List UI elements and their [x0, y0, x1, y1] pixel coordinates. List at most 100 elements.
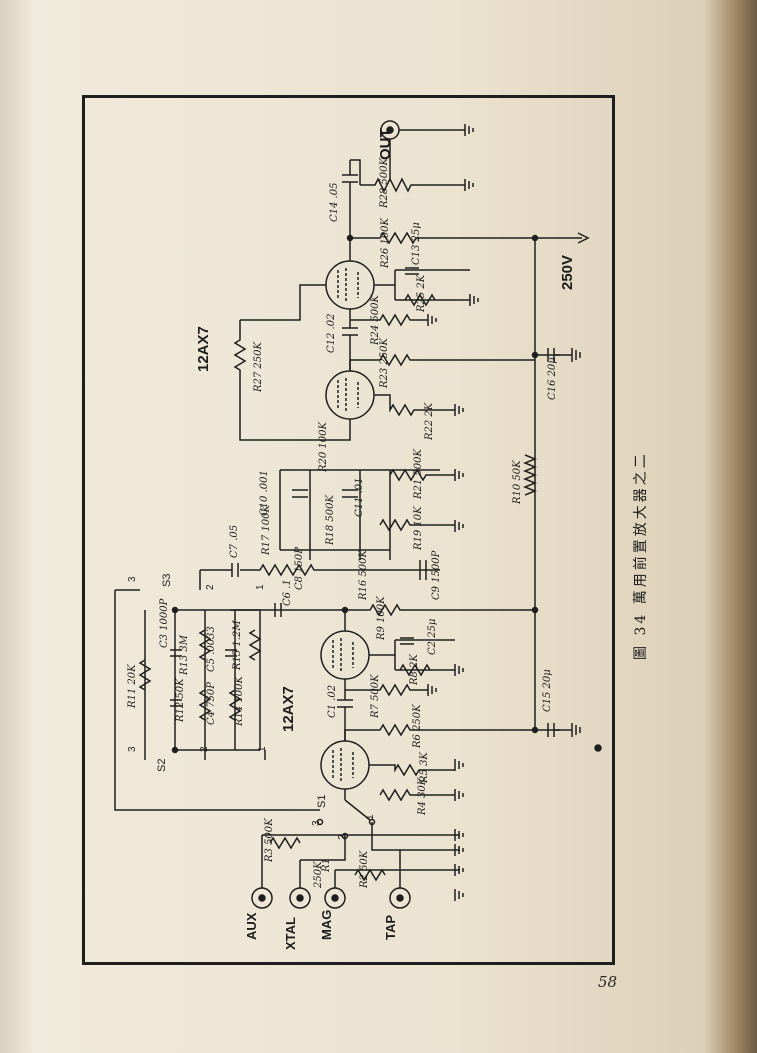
ground-r4 [454, 789, 464, 801]
ground-out [464, 124, 474, 136]
s3-selector [114, 570, 320, 811]
r28-label: R28 500K [379, 158, 390, 208]
schematic-frame [82, 95, 615, 965]
r28-pot [360, 165, 465, 193]
out-jack-center [386, 126, 394, 134]
s1-pos-2: 2 [337, 834, 348, 840]
r25-label: R25 2K [416, 274, 427, 312]
r12-label: R12 50K [175, 678, 186, 722]
r11-label: R11 20K [127, 664, 138, 708]
ground-r7 [427, 684, 437, 696]
v2b-internal [337, 268, 359, 302]
junction-dot [531, 351, 539, 359]
r21-label: R21 500K [413, 449, 424, 499]
ground-r28 [464, 179, 474, 191]
aux-label: AUX [244, 912, 259, 940]
r18-label: R18 500K [325, 495, 336, 545]
junction-dot [531, 726, 539, 734]
r15-resistor [248, 629, 262, 661]
tube-label-v1: 12AX7 [280, 686, 297, 732]
s1-pos-1: 1 [365, 814, 376, 820]
junction-dot [531, 606, 539, 614]
c2-label: C2 25μ [427, 618, 438, 655]
ground-r5 [454, 759, 464, 771]
r5-cathode [369, 763, 455, 777]
v1a-tube [320, 740, 370, 790]
r8-label: R8 2K [409, 654, 420, 685]
c16-capacitor [547, 348, 572, 362]
r25-resistor [404, 293, 436, 307]
r9-plate [230, 603, 535, 631]
s3-pos-1: 1 [255, 584, 266, 590]
s1-contact-1 [316, 818, 324, 826]
c12-label: C12 .02 [326, 313, 337, 353]
r19-label: R19 10K [413, 506, 424, 550]
r21-pot [389, 468, 455, 482]
r27-resistor [233, 320, 351, 441]
xtal-jack-center [296, 894, 304, 902]
r7-grid [345, 683, 428, 697]
c14-label: C14 .05 [329, 182, 340, 222]
book-spine-shadow [0, 0, 32, 1053]
mag-jack-center [331, 894, 339, 902]
c8-label: C8 150P [294, 546, 305, 590]
v2a-tube [325, 370, 375, 420]
c10-capacitor [292, 489, 308, 498]
r6-label: R6 250K [412, 704, 423, 748]
c15-label: C15 20μ [542, 669, 553, 712]
c15-capacitor [547, 723, 572, 737]
c7-capacitor [200, 563, 239, 577]
c6-capacitor [274, 603, 282, 617]
input-wiring [261, 822, 460, 888]
c13-capacitor [405, 267, 419, 275]
junction-dot [171, 606, 179, 614]
r16-label: R16 500K [358, 550, 369, 600]
s2-pos-2: 2 [199, 746, 210, 752]
b-plus-arrow [577, 232, 590, 244]
aux-jack [251, 887, 273, 909]
out-wire [389, 129, 465, 165]
v2b-tube [325, 260, 375, 310]
page-number: 58 [598, 973, 618, 991]
r26-plate [349, 231, 455, 261]
r9-label: R9 100K [376, 596, 387, 640]
c5-label: C5 .0033 [206, 626, 217, 672]
c16-label: C16 20μ [547, 357, 558, 400]
ground-tone [454, 469, 464, 532]
c14-capacitor [342, 159, 361, 238]
r2-label: R2 50K [359, 850, 370, 888]
ground-c15 [571, 723, 581, 737]
s1-label: S1 [316, 794, 328, 808]
v2a-internal [337, 378, 359, 412]
c11-capacitor [342, 489, 358, 498]
r27-top [240, 284, 326, 321]
c3-capacitor [170, 649, 182, 657]
tap-jack-center [396, 894, 404, 902]
r23-label: R23 250K [379, 338, 390, 388]
figure-caption: 圖 34 萬用前置放大器之二 [633, 451, 649, 660]
c12-coupling [342, 309, 358, 371]
r10-resistor [522, 454, 538, 496]
junction-dot [346, 234, 354, 242]
r6-plate [344, 723, 535, 741]
r3-label: R3 500K [264, 818, 275, 862]
r7-label: R7 500K [370, 674, 381, 718]
r22-cathode [374, 394, 455, 417]
c2-capacitor [400, 637, 414, 645]
v2b-cathode [374, 269, 470, 301]
r23-plate [349, 353, 535, 371]
junction-dot [341, 606, 349, 614]
r16-pot [240, 563, 440, 577]
tube-label-v2: 12AX7 [195, 326, 212, 372]
supply-voltage-label: 250V [559, 254, 576, 290]
s2-pos-3: 3 [127, 746, 138, 752]
r13-label: R13 3M [179, 634, 190, 675]
c11-label: C11 .01 [354, 477, 365, 517]
mag-jack [324, 887, 346, 909]
c7-label: C7 .05 [229, 524, 240, 558]
c1-label: C1 .02 [327, 684, 338, 718]
c6-label: C6 .1 [282, 579, 293, 606]
ground-v1b [454, 664, 464, 676]
